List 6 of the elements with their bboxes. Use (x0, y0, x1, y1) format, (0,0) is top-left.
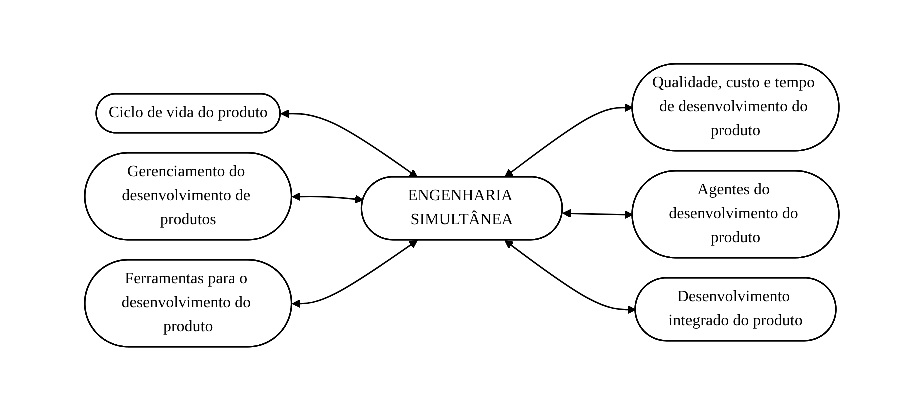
arrow (562, 208, 634, 219)
arrow (504, 240, 636, 314)
arrow (292, 192, 364, 204)
arrow (292, 240, 418, 308)
arrow (280, 109, 418, 178)
arrow (504, 102, 634, 178)
